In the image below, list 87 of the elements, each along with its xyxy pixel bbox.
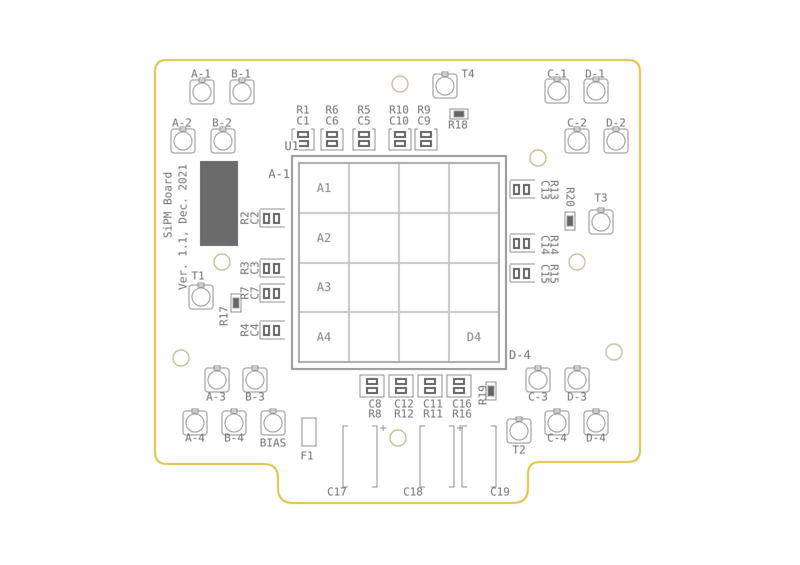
sensor-cell <box>400 214 448 262</box>
component-label: R13 <box>548 180 560 200</box>
cell-label: D4 <box>466 329 482 346</box>
component-label: C7 <box>250 286 260 300</box>
component-label: F1 <box>300 450 314 462</box>
component-label: A-4 <box>185 432 205 444</box>
component-label: C14 <box>540 235 550 255</box>
component-label: R20 <box>564 187 576 207</box>
sensor-cell <box>350 164 398 212</box>
sensor-cell <box>400 164 448 212</box>
version-label: Ver. 1.1, Dec. 2021 <box>178 164 188 290</box>
component-label: R6 <box>325 104 339 116</box>
component-label: R17 <box>218 306 230 326</box>
component-label: C2 <box>250 211 260 225</box>
component-label: C8 <box>368 398 382 410</box>
component-label: C18 <box>403 486 423 498</box>
sensor-cell <box>300 214 348 262</box>
component-label: A-2 <box>172 118 192 128</box>
component-label: C19 <box>490 486 510 498</box>
sensor-cell <box>300 264 348 312</box>
component-label: R4 <box>240 323 250 337</box>
sensor-cell <box>450 264 498 312</box>
sensor-cell <box>350 214 398 262</box>
component-label: R18 <box>448 120 468 130</box>
component-label: C3 <box>250 261 260 275</box>
cell-label: A3 <box>316 279 332 296</box>
component-label: R7 <box>240 286 250 300</box>
component-label: T3 <box>594 192 608 204</box>
component-label: C12 <box>394 398 414 410</box>
sensor-cell <box>450 164 498 212</box>
component-label: R16 <box>452 408 472 420</box>
component-label: R1 <box>296 104 310 116</box>
component-label: BIAS <box>260 438 286 448</box>
sensor-cell <box>350 313 398 361</box>
component-label: R9 <box>417 104 431 116</box>
sensor-cell <box>300 164 348 212</box>
component-label: C-4 <box>547 432 567 444</box>
component-label: B-2 <box>212 118 232 128</box>
component-label: T2 <box>512 444 526 456</box>
pin-label: D-4 <box>509 349 531 361</box>
component-label: R8 <box>368 408 382 420</box>
sensor-cell <box>400 264 448 312</box>
component-label: R12 <box>394 408 414 420</box>
component-label: R10 <box>389 104 409 116</box>
component-label: C16 <box>452 398 472 410</box>
component-label: C-3 <box>528 392 548 402</box>
component-label: C5 <box>357 116 371 126</box>
component-label: C4 <box>250 323 260 337</box>
component-label: U1 <box>284 140 299 152</box>
component-label: C1 <box>296 116 310 126</box>
component-label: R19 <box>478 385 488 405</box>
component-label: A-1 <box>191 68 211 80</box>
component-label: D-4 <box>586 432 606 444</box>
component-label: C17 <box>327 486 347 498</box>
component-label: A-3 <box>206 392 226 402</box>
component-label: C13 <box>540 180 550 200</box>
component-label: B-3 <box>245 392 265 402</box>
component-label: C9 <box>417 116 431 126</box>
sensor-cell <box>400 313 448 361</box>
component-label: C-2 <box>567 118 587 128</box>
sensor-cell <box>450 313 498 361</box>
component-label: B-4 <box>224 432 244 444</box>
cell-label: A1 <box>316 180 332 197</box>
component-label: C10 <box>389 116 409 126</box>
board-title: SiPM Board <box>162 172 174 238</box>
component-label: R11 <box>423 408 443 420</box>
component-label: C6 <box>325 116 339 126</box>
component-label: B-1 <box>231 68 251 80</box>
component-label: C11 <box>423 398 443 410</box>
component-label: R3 <box>240 261 250 275</box>
component-label: D-1 <box>585 68 605 80</box>
cell-label: A2 <box>316 230 332 247</box>
component-label: T1 <box>191 270 205 282</box>
component-label: D-3 <box>567 392 587 402</box>
component-label: R14 <box>548 235 560 255</box>
cell-label: A4 <box>316 329 332 346</box>
component-label: D-2 <box>606 118 626 128</box>
sensor-cell <box>350 264 398 312</box>
component-label: C-1 <box>547 68 567 80</box>
component-label: T4 <box>461 68 475 80</box>
sensor-cell <box>450 214 498 262</box>
component-label: C15 <box>540 264 550 284</box>
component-label: R5 <box>357 104 371 116</box>
pin-label: A-1 <box>268 168 290 180</box>
component-label: R15 <box>548 264 560 284</box>
sensor-cell <box>300 313 348 361</box>
component-label: R2 <box>240 211 250 225</box>
